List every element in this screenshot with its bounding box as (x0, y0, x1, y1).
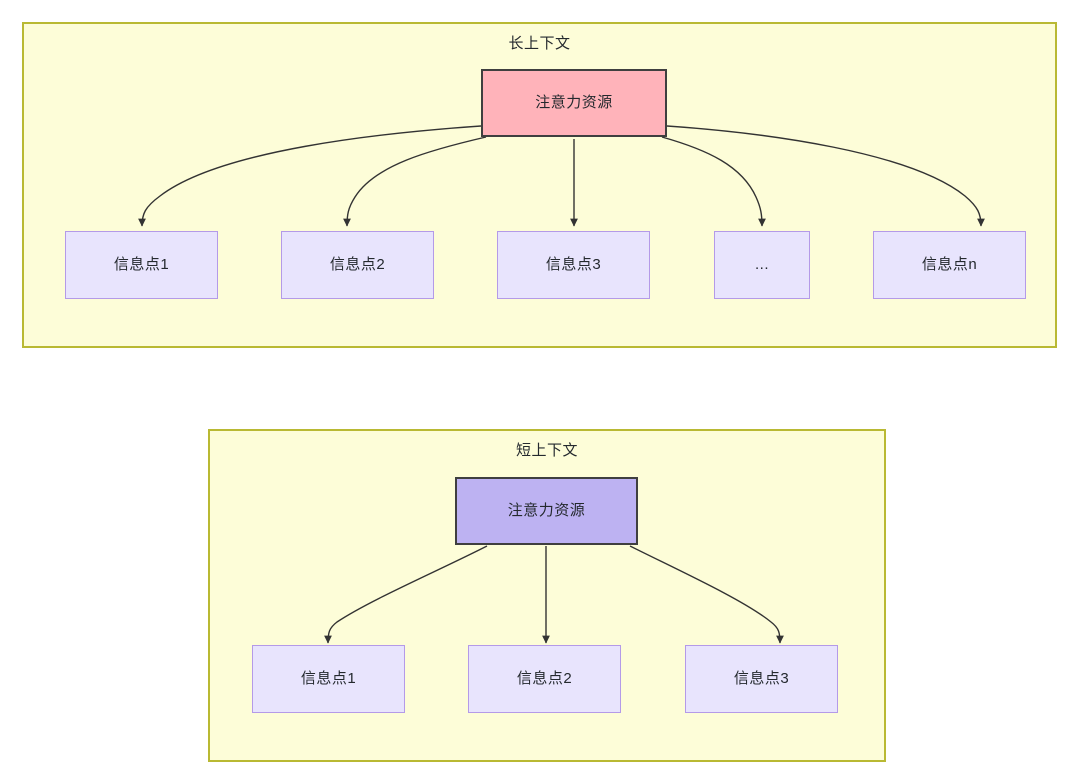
panel-short-context-title: 短上下文 (515, 442, 578, 459)
node-label: ... (754, 256, 769, 273)
node-label: 信息点2 (329, 256, 386, 273)
node-label: 信息点1 (113, 256, 170, 273)
node-short-attention-resource[interactable]: 注意力资源 (455, 477, 638, 545)
node-long-info-point-1[interactable]: 信息点1 (65, 231, 218, 299)
node-label: 信息点1 (300, 670, 357, 687)
node-label: 注意力资源 (535, 94, 613, 111)
node-long-info-point-n[interactable]: 信息点n (873, 231, 1026, 299)
node-short-info-point-2[interactable]: 信息点2 (468, 645, 621, 713)
node-long-info-point-3[interactable]: 信息点3 (497, 231, 650, 299)
node-short-info-point-1[interactable]: 信息点1 (252, 645, 405, 713)
node-label: 信息点n (921, 256, 978, 273)
node-label: 信息点3 (545, 256, 602, 273)
node-short-info-point-3[interactable]: 信息点3 (685, 645, 838, 713)
node-label: 信息点3 (733, 670, 790, 687)
node-long-attention-resource[interactable]: 注意力资源 (481, 69, 667, 137)
node-long-info-point-2[interactable]: 信息点2 (281, 231, 434, 299)
node-long-info-point-ellipsis[interactable]: ... (714, 231, 810, 299)
panel-long-context-title: 长上下文 (508, 35, 571, 52)
node-label: 信息点2 (516, 670, 573, 687)
node-label: 注意力资源 (507, 502, 586, 519)
